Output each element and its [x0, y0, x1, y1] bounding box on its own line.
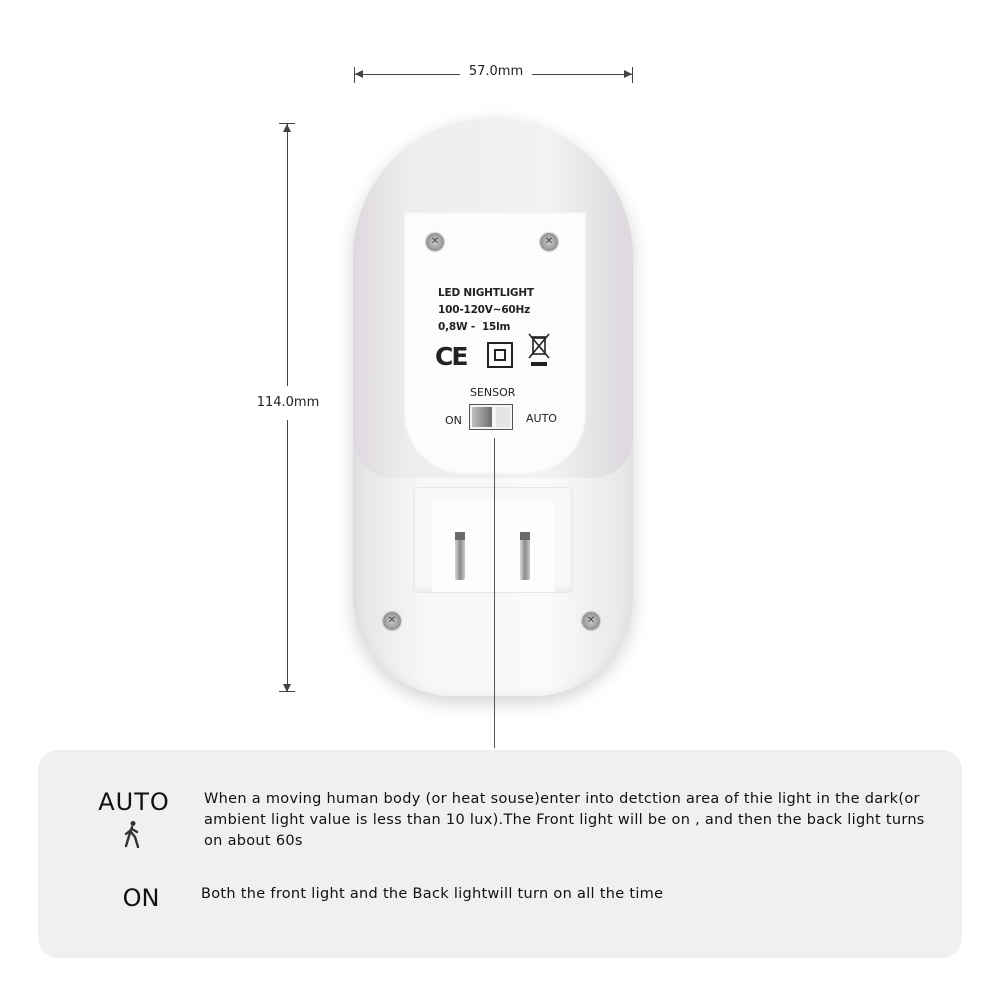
screw-icon [540, 233, 558, 251]
switch-pointer-line [494, 438, 495, 748]
label-power: 0,8W - 15lm [438, 321, 511, 333]
width-dimension-cap-left [354, 67, 355, 83]
arrow-up-icon [283, 124, 291, 132]
width-dimension-label: 57.0mm [460, 64, 532, 79]
weee-bin-icon [528, 333, 550, 366]
plug-prong-left [455, 532, 465, 580]
height-dimension-cap-top [279, 123, 295, 124]
arrow-right-icon [624, 70, 632, 78]
ce-mark: CE [435, 342, 468, 371]
sensor-switch-knob[interactable] [472, 407, 510, 427]
double-insulation-icon [487, 342, 513, 368]
screw-icon [582, 612, 600, 630]
switch-label-on: ON [445, 414, 462, 427]
mode-on-description: Both the front light and the Back lightw… [201, 886, 664, 902]
screw-icon [383, 612, 401, 630]
arrow-down-icon [283, 684, 291, 692]
walking-person-icon [124, 821, 140, 849]
mode-auto-title: AUTO [98, 788, 170, 816]
plug-prong-right [520, 532, 530, 580]
label-voltage: 100-120V~60Hz [438, 304, 531, 316]
sensor-switch[interactable] [469, 404, 513, 430]
label-product-name: LED NIGHTLIGHT [438, 287, 534, 299]
mode-on-title: ON [122, 884, 160, 912]
arrow-left-icon [355, 70, 363, 78]
height-dimension-label: 114.0mm [246, 386, 330, 420]
width-dimension-cap-right [632, 67, 633, 83]
plug-face [432, 500, 554, 592]
switch-title: SENSOR [470, 386, 516, 399]
screw-icon [426, 233, 444, 251]
switch-label-auto: AUTO [526, 412, 557, 425]
mode-info-panel [38, 750, 962, 958]
mode-auto-description: When a moving human body (or heat souse)… [204, 791, 925, 849]
